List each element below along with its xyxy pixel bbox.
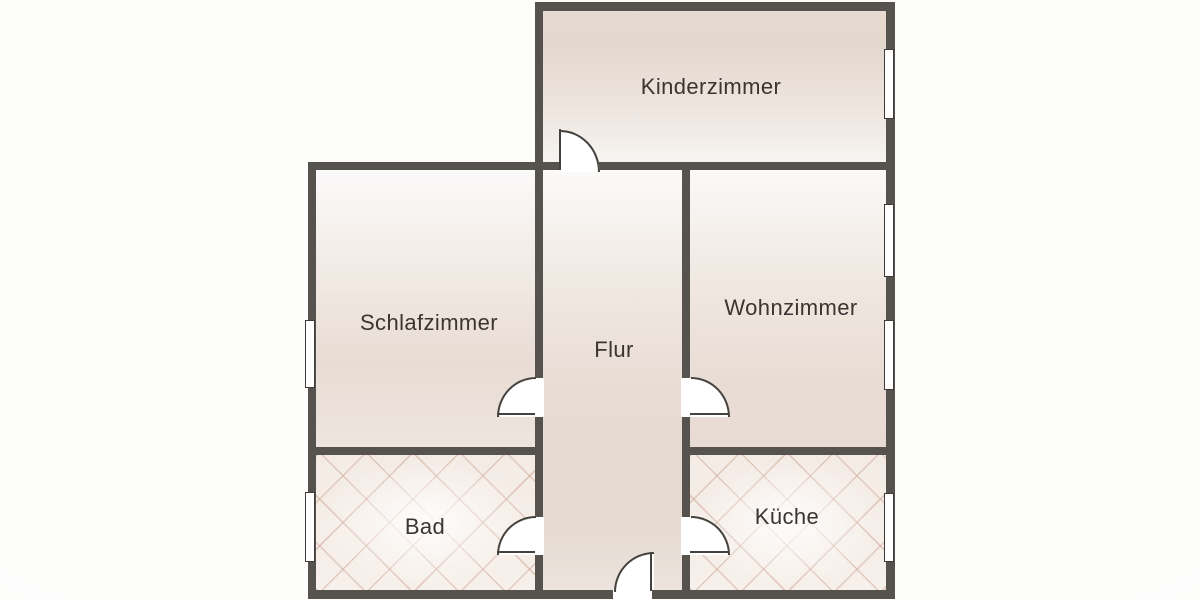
door-leaf bbox=[650, 552, 652, 591]
door-opening bbox=[534, 517, 544, 555]
wall-mid-left bbox=[308, 162, 560, 170]
room-label-schlafzimmer: Schlafzimmer bbox=[359, 310, 499, 335]
room-label-kinderzimmer: Kinderzimmer bbox=[640, 74, 782, 99]
door-leaf bbox=[497, 413, 535, 415]
room-label-flur: Flur bbox=[594, 337, 634, 362]
room-bad bbox=[316, 455, 535, 590]
window-icon bbox=[305, 492, 315, 562]
door-leaf bbox=[497, 551, 535, 553]
door-opening bbox=[613, 589, 652, 600]
door-leaf bbox=[690, 551, 728, 553]
wall-flur-left-b bbox=[535, 417, 543, 517]
wall-mid-right bbox=[598, 162, 886, 170]
wall-bottom-left bbox=[308, 590, 613, 599]
room-flur bbox=[543, 170, 682, 590]
wall-flur-left-a bbox=[535, 170, 543, 378]
window-icon bbox=[884, 49, 894, 119]
wall-flur-right-a bbox=[682, 170, 690, 378]
door-opening bbox=[681, 517, 691, 555]
wall-flur-left-c bbox=[535, 555, 543, 590]
window-icon bbox=[884, 493, 894, 562]
wall-top bbox=[535, 2, 895, 11]
room-label-kueche: Küche bbox=[754, 504, 820, 529]
door-leaf bbox=[690, 413, 728, 415]
room-schlafzimmer bbox=[316, 170, 535, 447]
room-kinderzimmer bbox=[543, 11, 886, 162]
door-opening bbox=[534, 378, 544, 417]
wall-kinderzimmer-left bbox=[535, 2, 543, 170]
room-kueche bbox=[690, 455, 886, 590]
window-icon bbox=[884, 320, 894, 390]
wall-bottom-right bbox=[652, 590, 895, 599]
room-label-wohnzimmer: Wohnzimmer bbox=[724, 295, 858, 320]
door-opening bbox=[681, 378, 691, 417]
room-label-bad: Bad bbox=[404, 514, 446, 539]
window-icon bbox=[305, 320, 315, 388]
wall-kueche-top bbox=[682, 447, 886, 455]
window-icon bbox=[884, 204, 894, 277]
door-leaf bbox=[559, 129, 561, 170]
wall-bad-top bbox=[308, 447, 543, 455]
wall-flur-right-b bbox=[682, 417, 690, 517]
wall-flur-right-c bbox=[682, 555, 690, 590]
wall-right bbox=[886, 2, 895, 599]
